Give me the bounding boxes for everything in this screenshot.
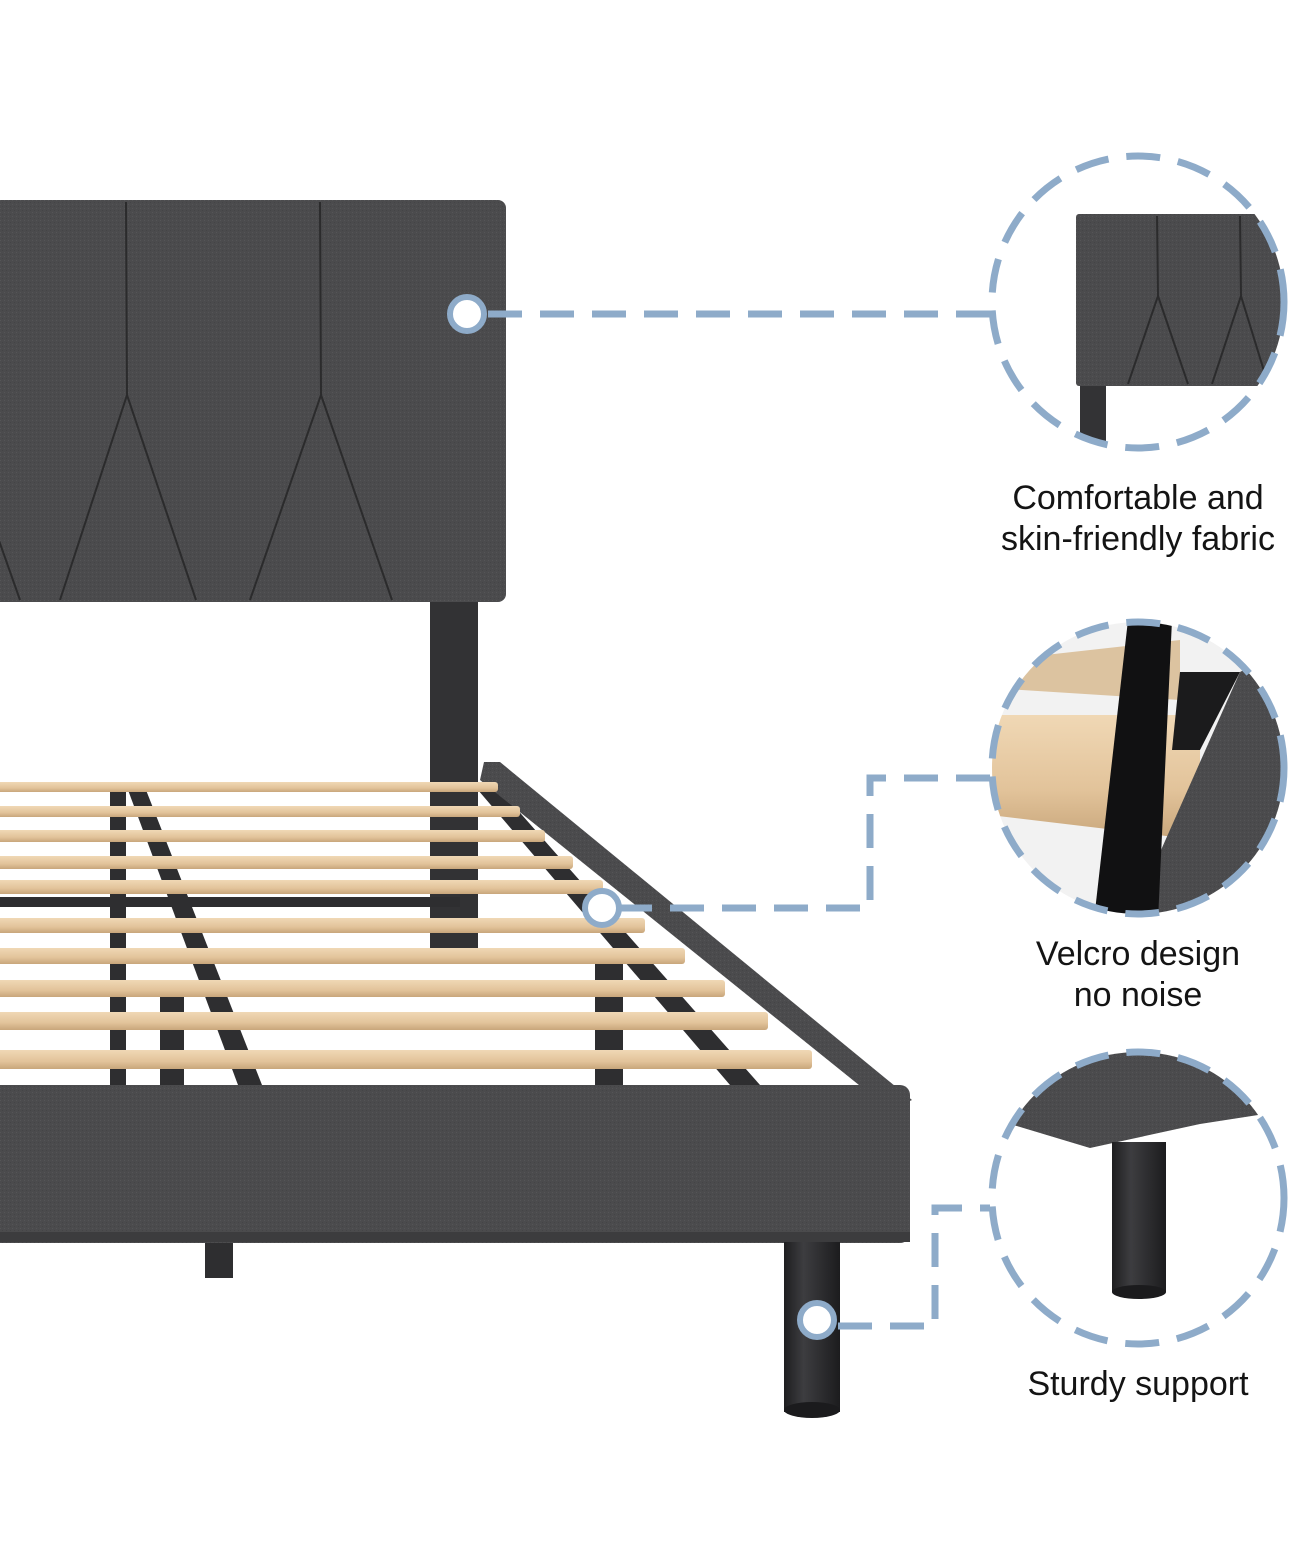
headboard-post xyxy=(430,590,478,950)
callout-dot-support xyxy=(797,1300,837,1340)
connector-velcro xyxy=(618,774,990,912)
caption-velcro: Velcro design no noise xyxy=(978,934,1290,1016)
wood-slat xyxy=(0,1050,812,1069)
wood-slat xyxy=(0,782,498,792)
caption-fabric: Comfortable and skin-friendly fabric xyxy=(978,478,1290,560)
detail-velcro xyxy=(988,618,1288,918)
connector-support xyxy=(838,1204,990,1330)
side-rail xyxy=(480,762,912,1110)
callout-connectors xyxy=(488,310,990,1330)
wood-slat xyxy=(0,948,685,964)
wood-slat xyxy=(0,1012,768,1030)
wood-slat xyxy=(0,880,603,894)
detail-headboard-fabric xyxy=(988,152,1288,452)
wood-slat xyxy=(0,856,573,869)
headboard-panel xyxy=(0,200,506,602)
caption-velcro-line-2: no noise xyxy=(1073,976,1203,1014)
wood-slat xyxy=(0,806,520,817)
caption-fabric-line-2: skin-friendly fabric xyxy=(1001,520,1275,558)
wood-slat xyxy=(0,830,545,842)
headboard-seams xyxy=(0,201,393,601)
wood-slats xyxy=(0,782,812,1069)
base-rail xyxy=(0,1085,910,1243)
detail-support-leg xyxy=(988,1048,1288,1348)
caption-velcro-line-1: Velcro design xyxy=(1035,935,1241,973)
wood-slat xyxy=(0,980,725,997)
wood-slat xyxy=(0,918,645,933)
callout-dot-velcro xyxy=(582,888,622,928)
headboard xyxy=(0,200,506,950)
caption-support-line-1: Sturdy support xyxy=(1027,1365,1249,1403)
callout-dots xyxy=(447,294,837,1340)
caption-support: Sturdy support xyxy=(978,1364,1290,1405)
callout-dot-fabric xyxy=(447,294,487,334)
caption-fabric-line-1: Comfortable and xyxy=(1012,479,1264,517)
